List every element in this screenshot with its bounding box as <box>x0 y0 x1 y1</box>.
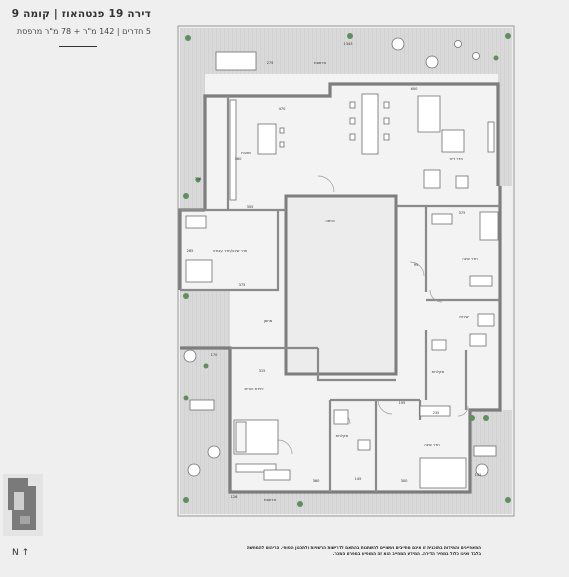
room-label-work-room: חדר שינה/חדר עבודה <box>213 248 248 253</box>
dimension-label: 375 <box>239 283 246 287</box>
apartment-summary: 5 חדרים | 142 מ"ר + 78 מ"ר מרפסת <box>16 27 151 36</box>
room-label-shower-right: מקלחת <box>432 369 445 374</box>
title-underline <box>59 46 97 47</box>
dimension-label: 126 <box>231 495 239 499</box>
dimension-label: 315 <box>259 369 266 373</box>
north-arrow-icon: N ↑ <box>12 548 30 558</box>
floor-outline <box>177 25 515 517</box>
plant-icons <box>183 33 511 507</box>
room-label-laundry: שירות <box>459 314 469 319</box>
terrace-top-area <box>180 28 512 210</box>
terrace-furniture <box>183 37 489 477</box>
dimension-label: 145 <box>355 477 362 481</box>
room-label-storage: מחסן <box>264 318 273 323</box>
furniture <box>185 51 499 489</box>
dimension-label: 235 <box>433 411 440 415</box>
room-label-terrace-bottom: מרפסת <box>264 497 276 502</box>
key-plan-thumbnail <box>3 474 43 536</box>
room-label-terrace-top: מרפסת <box>314 60 326 65</box>
dimension-label: 470 <box>279 107 287 111</box>
page-title: דירה 19 פנטהאוז | קומה 9 <box>11 8 151 20</box>
room-label-shower-left: מקלחת <box>336 433 349 438</box>
terrace-bottom-area <box>180 290 512 514</box>
room-label-bedroom-lower: חדר שינה <box>424 442 440 447</box>
room-label-bedroom-right: חדר שינה <box>462 256 478 261</box>
light-well <box>284 194 398 376</box>
room-label-master-suite: יחידת הורים <box>245 386 264 391</box>
room-label-kitchen: מטבח <box>241 150 251 155</box>
dimension-label: 355 <box>247 205 254 209</box>
dimension-label: 265 <box>187 249 194 253</box>
dimension-label: 195 <box>399 401 406 405</box>
dimension-label: 360 <box>313 479 321 483</box>
dimension-label: 360 <box>235 157 243 161</box>
dimension-label: 375 <box>459 211 466 215</box>
dimension-label: 600 <box>411 87 419 91</box>
dimension-label: 300 <box>401 479 409 483</box>
dimension-label: 135 <box>475 473 482 477</box>
dimension-label: 95 <box>414 263 419 267</box>
dimension-label: 170 <box>211 353 219 357</box>
dimension-label: 275 <box>267 61 274 65</box>
dimension-label: 1343 <box>343 42 352 46</box>
interior-walls <box>180 96 500 492</box>
disclaimer-text: המאפיינים והמידות בתוכנית זו אינם מחייבי… <box>246 545 481 556</box>
room-label-entry: כניסה <box>325 218 334 223</box>
room-label-living: חדר דיור <box>449 156 464 161</box>
dimension-label: 718 <box>195 177 203 181</box>
